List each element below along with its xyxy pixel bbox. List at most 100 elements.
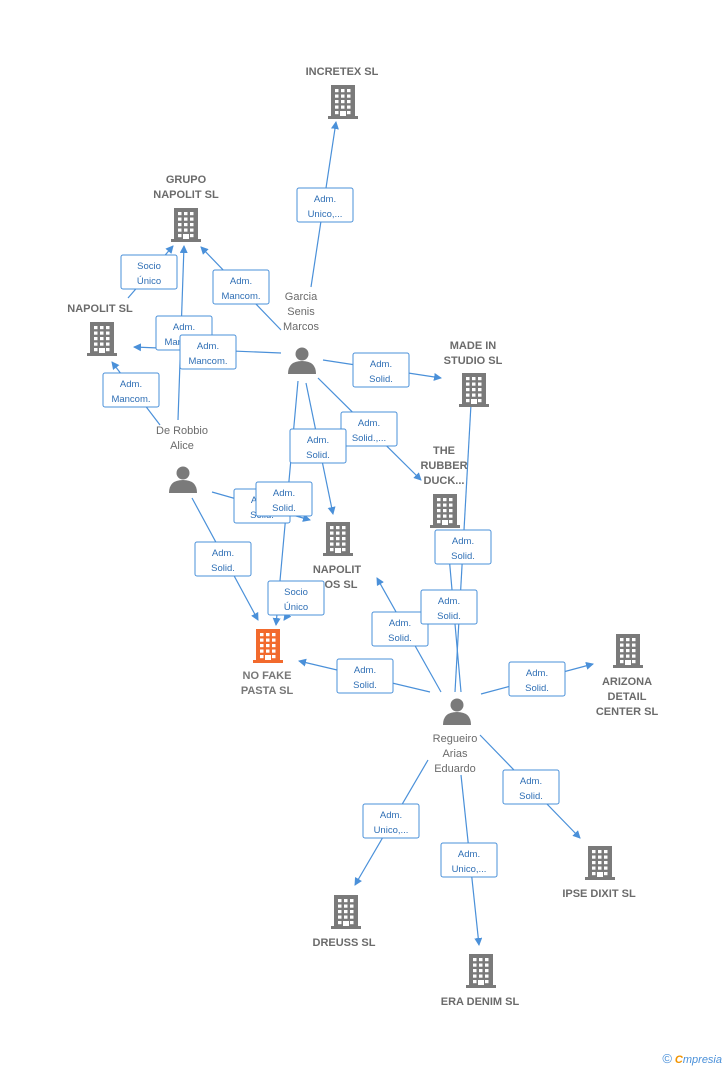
- edge-label-line: Solid.: [519, 791, 543, 802]
- edge-label-line: Adm.: [389, 618, 411, 629]
- node-napolit-dos[interactable]: NAPOLIT DOS SL: [313, 522, 362, 591]
- person-icon: [288, 347, 316, 374]
- building-icon: [323, 522, 353, 556]
- node-dreuss[interactable]: DREUSS SL: [313, 895, 376, 949]
- empresia-watermark: ©Cmpresia: [662, 1051, 722, 1066]
- node-label: ARIZONA: [602, 676, 652, 688]
- node-rubber-duck[interactable]: THERUBBERDUCK...: [420, 445, 468, 528]
- edge-label-line: Adm.: [452, 536, 474, 547]
- node-label: DOS SL: [317, 579, 358, 591]
- edge-label-line: Adm.: [197, 341, 219, 352]
- node-label: ERA DENIM SL: [441, 996, 520, 1008]
- edge-label-e6[interactable]: Adm. Mancom.: [102, 372, 160, 408]
- node-label: Senis: [287, 306, 315, 318]
- edge-label-line: Solid.: [388, 633, 412, 644]
- edge-label-e1[interactable]: Adm. Unico,...: [296, 187, 354, 223]
- node-label: Regueiro: [433, 733, 478, 745]
- edge-label-line: Adm.: [458, 849, 480, 860]
- edge-label-line: Solid.: [353, 680, 377, 691]
- node-label: DREUSS SL: [313, 937, 376, 949]
- edge-label-line: Unico,...: [308, 209, 343, 220]
- edge-label-e5[interactable]: Adm. Mancom.: [179, 334, 237, 370]
- building-icon: [459, 373, 489, 407]
- copyright-symbol: ©: [662, 1051, 672, 1066]
- edge-label-line: Adm.: [314, 194, 336, 205]
- edge-label-e21[interactable]: Adm. Unico,...: [440, 842, 498, 878]
- edge-label-line: Unico,...: [452, 864, 487, 875]
- edge-label-e17[interactable]: Adm. Solid.: [420, 589, 478, 625]
- building-icon: [585, 846, 615, 880]
- edge-label-line: Solid.,...: [352, 433, 386, 444]
- node-label: THE: [433, 445, 455, 457]
- node-label: CENTER SL: [596, 706, 659, 718]
- node-label: Eduardo: [434, 763, 476, 775]
- edge-label-line: Adm.: [273, 488, 295, 499]
- node-napolit[interactable]: NAPOLIT SL: [67, 303, 133, 356]
- node-era-denim[interactable]: ERA DENIM SL: [441, 954, 520, 1008]
- building-icon: [328, 85, 358, 119]
- person-icon: [443, 698, 471, 725]
- edge-label-line: Solid.: [451, 551, 475, 562]
- edge-label-line: Adm.: [120, 379, 142, 390]
- node-label: PASTA SL: [241, 685, 294, 697]
- node-label: MADE IN: [450, 340, 497, 352]
- edge-label-line: Adm.: [438, 596, 460, 607]
- edge-label-line: Solid.: [306, 450, 330, 461]
- edge-label-e14[interactable]: Adm. Solid.: [371, 611, 429, 647]
- edge-label-line: Socio: [137, 261, 161, 272]
- brand-name: mpresia: [682, 1054, 722, 1066]
- edge-label-e18[interactable]: Adm.Solid.: [508, 661, 566, 697]
- node-ipse-dixit[interactable]: IPSE DIXIT SL: [562, 846, 636, 900]
- edge-label-line: Solid.: [437, 611, 461, 622]
- edge-label-line: Adm.: [370, 359, 392, 370]
- edge-label-line: Unico,...: [374, 825, 409, 836]
- building-icon: [466, 954, 496, 988]
- edge-label-e15[interactable]: Adm.Solid.: [336, 658, 394, 694]
- edge-label-line: Mancom.: [188, 356, 227, 367]
- edge-label-line: Solid.: [211, 563, 235, 574]
- node-label: Garcia: [285, 291, 318, 303]
- edge-label-e20[interactable]: Adm. Unico,...: [362, 803, 420, 839]
- edge-label-e19[interactable]: Adm.Solid.: [502, 769, 560, 805]
- node-label: GRUPO: [166, 174, 207, 186]
- edge-label-e12[interactable]: Adm.Solid.: [194, 541, 252, 577]
- edge-label-line: Mancom.: [111, 394, 150, 405]
- edge-label-e8[interactable]: Adm.Solid.,...: [340, 411, 398, 447]
- edge-label-line: Adm.: [380, 810, 402, 821]
- edge-label-e9[interactable]: Adm. Solid.: [289, 428, 347, 464]
- edge-label-line: Único: [137, 276, 161, 287]
- node-label: NAPOLIT SL: [67, 303, 133, 315]
- person-icon: [169, 466, 197, 493]
- node-label: DETAIL: [608, 691, 647, 703]
- edge-label-line: Adm.: [307, 435, 329, 446]
- edge-label-e2[interactable]: Adm.Mancom.: [212, 269, 270, 305]
- edge-label-e11[interactable]: Adm. Solid.: [255, 481, 313, 517]
- node-no-fake-pasta[interactable]: NO FAKE PASTA SL: [241, 629, 294, 697]
- edge-label-e7[interactable]: Adm. Solid.: [352, 352, 410, 388]
- edge-label-line: Solid.: [369, 374, 393, 385]
- building-icon: [430, 494, 460, 528]
- building-icon: [331, 895, 361, 929]
- node-label: INCRETEX SL: [306, 66, 379, 78]
- node-arizona[interactable]: ARIZONA DETAIL CENTER SL: [596, 634, 659, 718]
- edge-label-line: Solid.: [272, 503, 296, 514]
- edge-label-line: Mancom.: [221, 291, 260, 302]
- edge-label-line: Socio: [284, 587, 308, 598]
- node-label: NO FAKE: [243, 670, 292, 682]
- edge-label-e16[interactable]: Adm. Solid.: [434, 529, 492, 565]
- node-label: RUBBER: [420, 460, 467, 472]
- building-icon: [253, 629, 283, 663]
- node-label: NAPOLIT: [313, 564, 362, 576]
- node-incretex[interactable]: INCRETEX SL: [306, 66, 379, 119]
- node-label: Arias: [442, 748, 468, 760]
- node-label: Alice: [170, 440, 194, 452]
- building-icon: [613, 634, 643, 668]
